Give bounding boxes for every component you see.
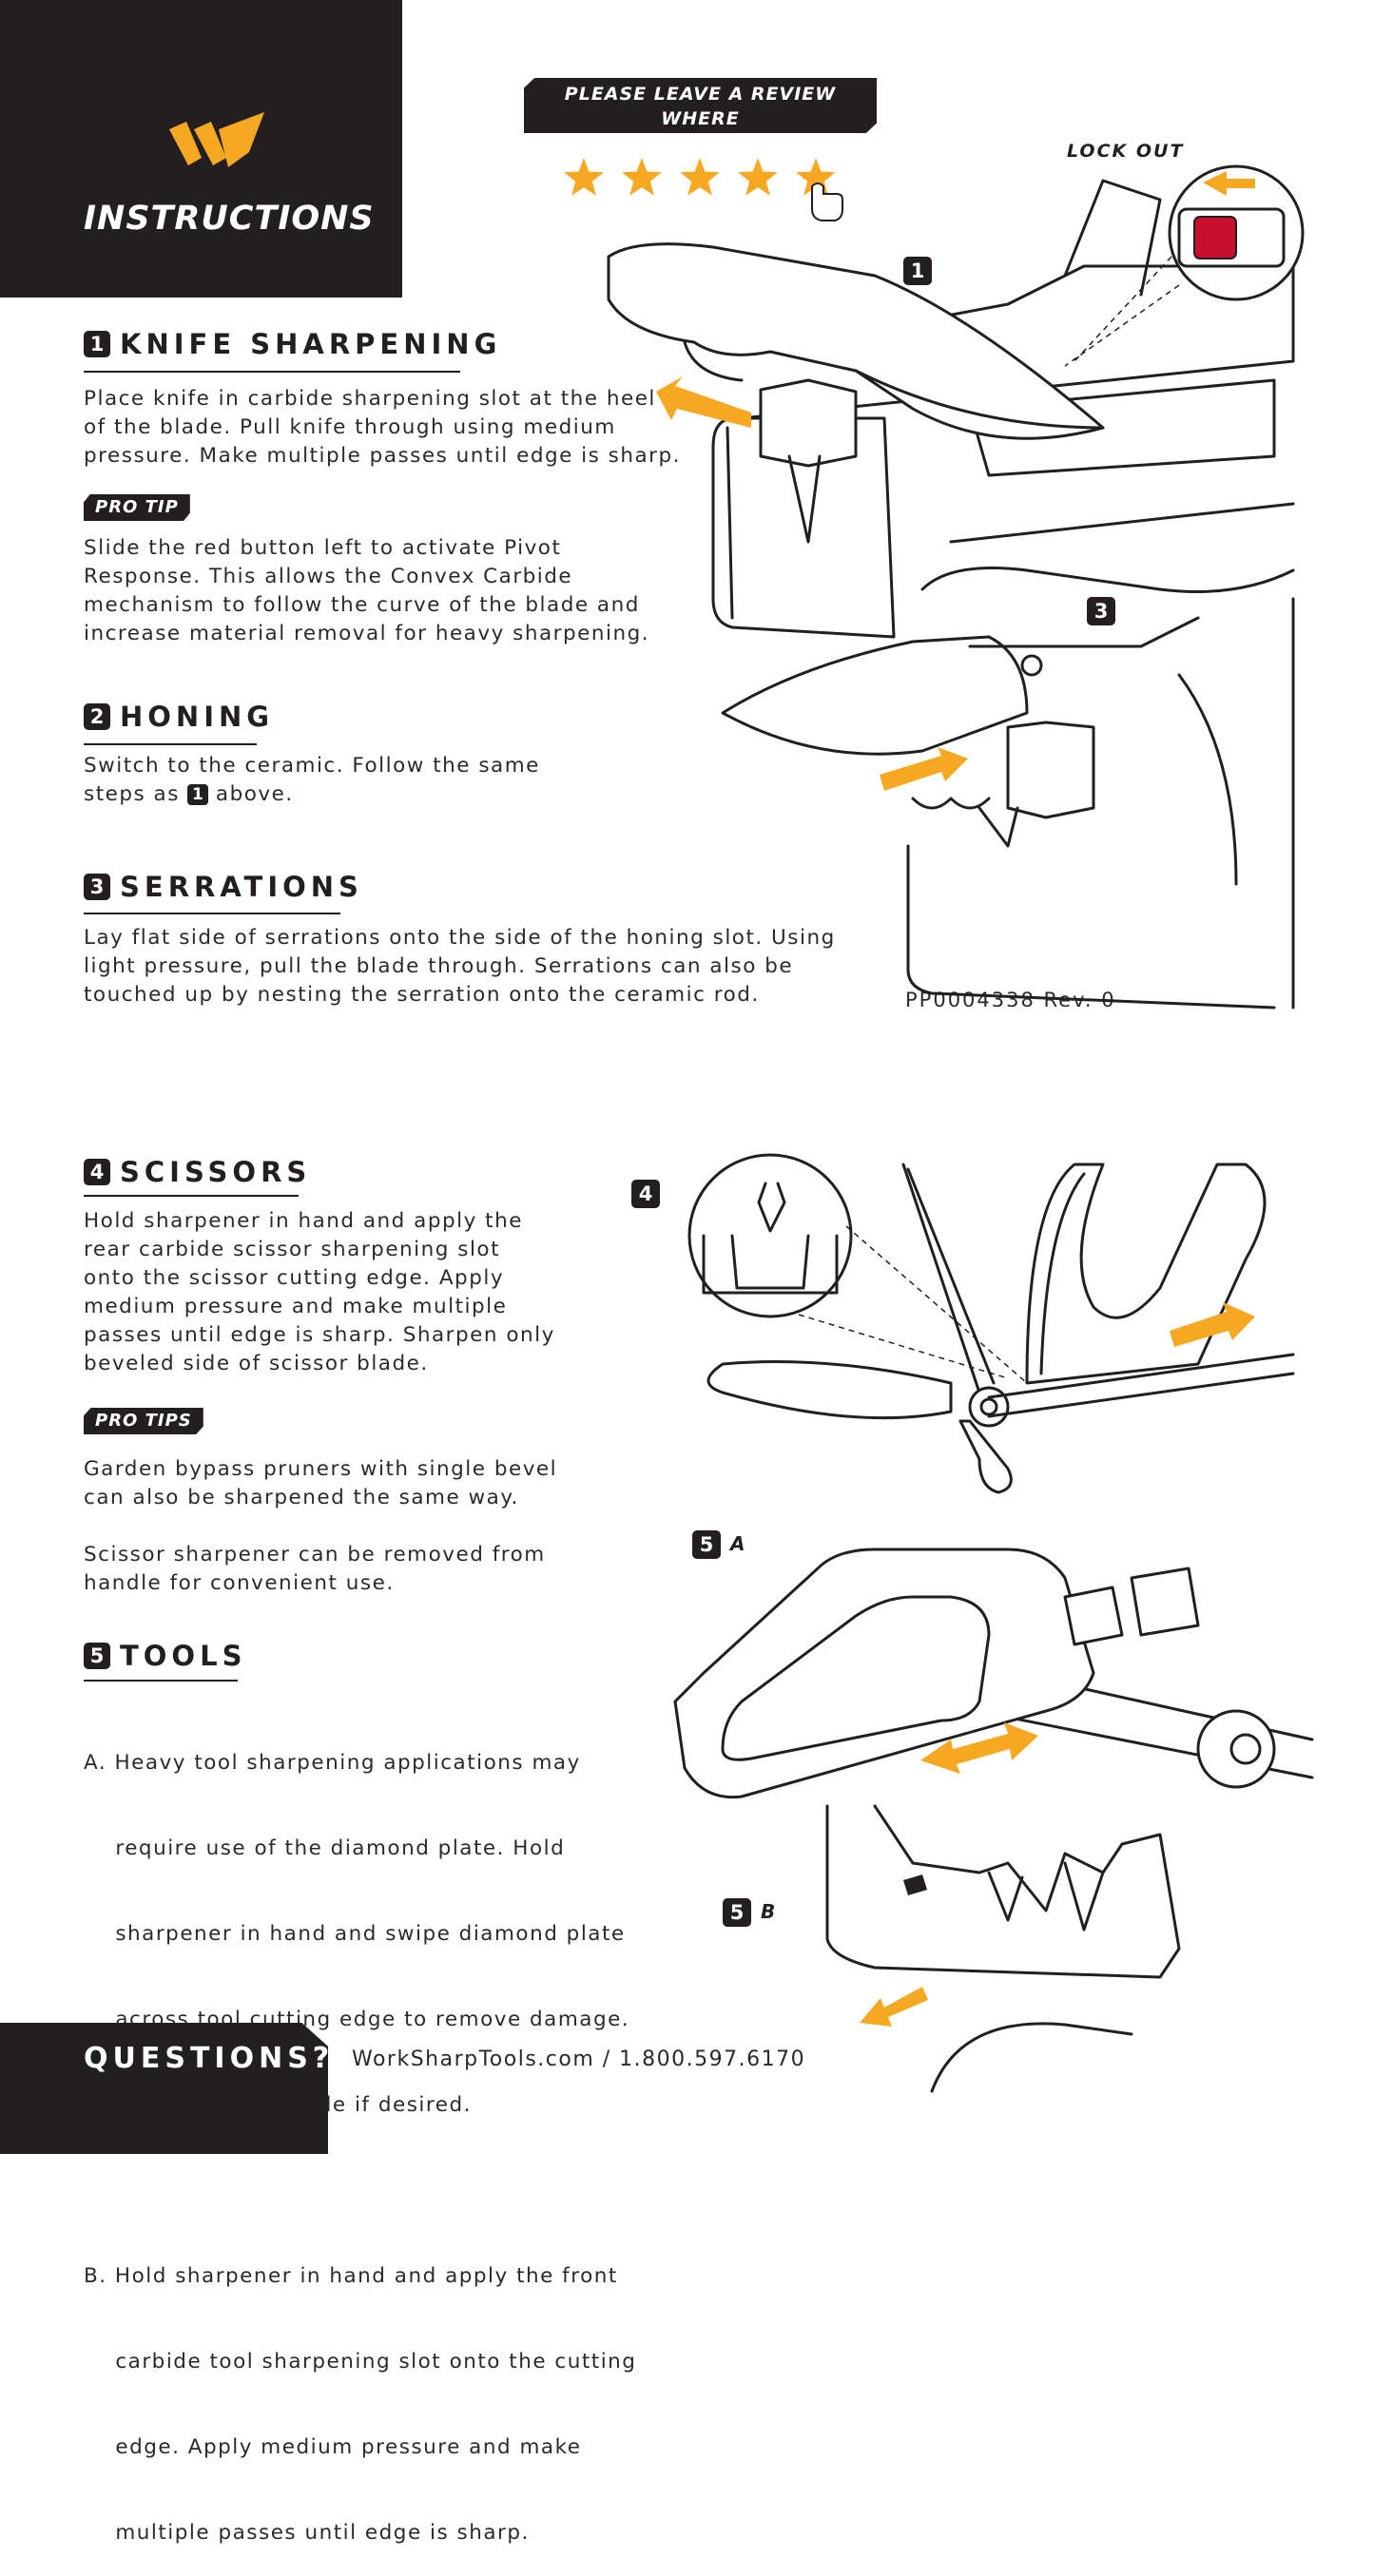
text-line: handle for convenient use. — [84, 1571, 395, 1595]
rating-stars[interactable] — [557, 152, 843, 228]
slide-left-arrow — [1203, 171, 1255, 196]
pro-tips-badge: PRO TIPS — [84, 1408, 203, 1434]
text-line: require use of the diamond plate. Hold — [84, 1836, 566, 1860]
figure-step-tag: 5 — [723, 1898, 751, 1927]
pull-direction-arrow — [656, 376, 751, 428]
pro-tip-badge: PRO TIP — [84, 494, 190, 521]
section-number: 5 — [84, 1643, 110, 1669]
section-number: 1 — [84, 331, 110, 357]
text-line: sharpener in hand and swipe diamond plat… — [84, 1922, 626, 1946]
text-line: onto the scissor cutting edge. Apply — [84, 1266, 505, 1290]
text-line: light pressure, pull the blade through. … — [84, 954, 794, 978]
lockout-label: LOCK OUT — [1067, 141, 1185, 162]
pointer-hand-icon — [811, 183, 843, 221]
heading-rule — [84, 371, 460, 373]
text-line — [84, 2177, 636, 2205]
section-title: KNIFE SHARPENING — [120, 328, 502, 360]
section-title: SCISSORS — [120, 1156, 312, 1188]
text-line: increase material removal for heavy shar… — [84, 622, 650, 645]
text-line — [84, 1512, 557, 1541]
section-title: TOOLS — [120, 1640, 247, 1672]
knife-instructions: Place knife in carbide sharpening slot a… — [84, 385, 681, 471]
brand-panel — [0, 0, 402, 298]
work-sharp-logo-icon — [169, 112, 264, 167]
section-number: 4 — [84, 1159, 110, 1185]
figure-step-tag: 5 — [692, 1530, 721, 1559]
section-title: SERRATIONS — [120, 871, 363, 903]
section-number: 2 — [84, 703, 110, 730]
honing-instructions: Switch to the ceramic. Follow the same s… — [84, 752, 540, 809]
text-line: edge. Apply medium pressure and make — [84, 2435, 582, 2459]
text-line: medium pressure and make multiple — [84, 1295, 508, 1318]
text-line: passes until edge is sharp. Sharpen only — [84, 1323, 555, 1347]
figure-step-letter: B — [761, 1900, 776, 1923]
text-line: Response. This allows the Convex Carbide — [84, 565, 573, 588]
tools-heading: 5 TOOLS — [84, 1640, 246, 1672]
star-icon[interactable] — [796, 158, 836, 196]
page-title: INSTRUCTIONS — [84, 200, 375, 238]
heading-rule — [84, 1195, 299, 1197]
text-line: mechanism to follow the curve of the bla… — [84, 593, 640, 617]
knife-pro-tip: Slide the red button left to activate Pi… — [84, 534, 649, 648]
text-line: multiple passes until edge is sharp. — [84, 2521, 530, 2545]
text-line: A. Heavy tool sharpening applications ma… — [84, 1751, 581, 1775]
star-icon[interactable] — [622, 158, 662, 196]
text-line: Garden bypass pruners with single bevel — [84, 1457, 558, 1481]
star-icon[interactable] — [738, 158, 778, 196]
knife-sharpening-illustration — [607, 164, 1305, 639]
review-banner: PLEASE LEAVE A REVIEW WHERE YOU PURCHASE… — [524, 78, 877, 133]
text-line: Hold sharpener in hand and apply the — [84, 1209, 523, 1233]
figure-step-tag: 3 — [1087, 597, 1115, 625]
text-line: pressure. Make multiple passes until edg… — [84, 444, 682, 468]
footer-panel — [0, 2023, 328, 2154]
text-line: Scissor sharpener can be removed from — [84, 1543, 546, 1567]
figure-step-tag: 4 — [631, 1180, 660, 1208]
section-number: 3 — [84, 874, 110, 900]
scissors-illustration — [687, 1153, 1295, 1494]
serrations-illustration — [721, 567, 1295, 1009]
honing-heading: 2 HONING — [84, 701, 274, 733]
knife-sharpening-heading: 1 KNIFE SHARPENING — [84, 328, 501, 360]
heading-rule — [84, 743, 257, 745]
footer-heading: QUESTIONS? — [84, 2042, 335, 2075]
push-direction-arrow — [880, 747, 968, 791]
text-line: carbide tool sharpening slot onto the cu… — [84, 2350, 637, 2374]
text-line: Lay flat side of serrations onto the sid… — [84, 926, 836, 950]
text-line: of the blade. Pull knife through using m… — [84, 415, 616, 439]
text-line: Slide the red button left to activate Pi… — [84, 536, 562, 560]
lockout-button-icon — [1193, 216, 1237, 260]
text-line: B. Hold sharpener in hand and apply the … — [84, 2264, 618, 2288]
pull-direction-arrow — [860, 1987, 928, 2027]
tools-carbide-illustration — [825, 1804, 1181, 2093]
heading-rule — [84, 913, 340, 914]
contact-info[interactable]: WorkSharpTools.com / 1.800.597.6170 — [352, 2047, 806, 2071]
star-icon[interactable] — [564, 158, 604, 196]
star-icon[interactable] — [680, 158, 720, 196]
tools-diamond-illustration — [673, 1548, 1314, 1799]
scissors-pro-tips: Garden bypass pruners with single bevel … — [84, 1455, 557, 1598]
text-line: touched up by nesting the serration onto… — [84, 983, 760, 1007]
section-title: HONING — [120, 701, 275, 733]
pull-direction-arrow — [1170, 1302, 1255, 1347]
heading-rule — [84, 1680, 238, 1682]
serrations-heading: 3 SERRATIONS — [84, 871, 363, 903]
text-line: Place knife in carbide sharpening slot a… — [84, 387, 656, 411]
text-line: can also be sharpened the same way. — [84, 1486, 519, 1509]
figure-step-letter: A — [730, 1532, 745, 1555]
text-line: across tool cutting edge to remove damag… — [84, 2008, 630, 2031]
serrations-instructions: Lay flat side of serrations onto the sid… — [84, 924, 836, 1009]
figure-step-tag: 1 — [903, 257, 932, 285]
text-line: rear carbide scissor sharpening slot — [84, 1238, 501, 1261]
scissors-instructions: Hold sharpener in hand and apply the rea… — [84, 1207, 555, 1378]
logo-icon — [903, 1874, 927, 1895]
swipe-direction-arrow — [920, 1722, 1038, 1774]
scissors-heading: 4 SCISSORS — [84, 1156, 311, 1188]
step-reference: 1 — [186, 784, 208, 805]
text-line: Switch to the ceramic. Follow the same — [84, 754, 540, 778]
text-line: beveled side of scissor blade. — [84, 1352, 429, 1375]
review-banner-line1: PLEASE LEAVE A REVIEW WHERE — [564, 84, 837, 129]
